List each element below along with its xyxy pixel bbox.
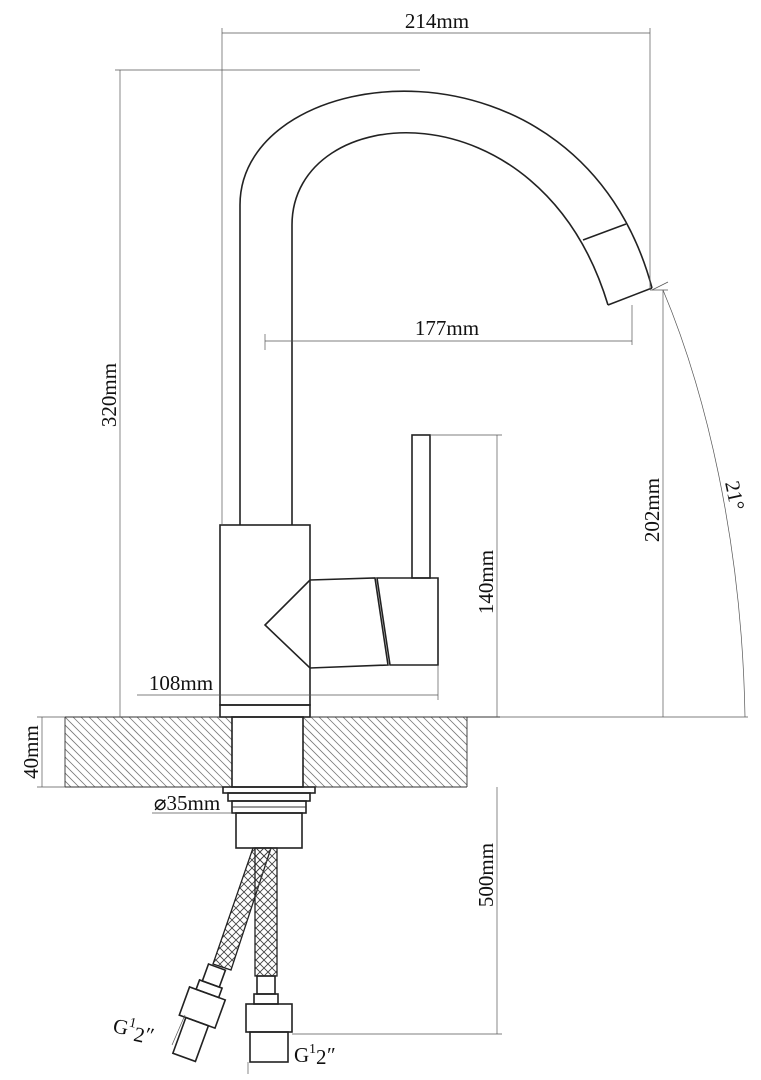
- svg-text:G: G: [294, 1043, 309, 1067]
- hole-diameter-label: ⌀35mm: [154, 791, 220, 815]
- supply-hoses: [171, 847, 293, 1063]
- faucet-body: [219, 434, 439, 718]
- faucet-spout: [239, 90, 653, 525]
- svg-text:G: G: [111, 1013, 131, 1040]
- overall-width-label: 214mm: [405, 9, 469, 33]
- countertop-section: [64, 716, 500, 788]
- body-height-label: 140mm: [474, 550, 498, 614]
- counter-thickness-label: 40mm: [19, 725, 43, 779]
- spout-reach-label: 177mm: [415, 316, 479, 340]
- right-connection-label: G 1 2 ″: [294, 1042, 336, 1069]
- overall-height-label: 320mm: [97, 363, 121, 427]
- spout-height-label: 202mm: [640, 478, 664, 542]
- svg-text:2: 2: [132, 1022, 147, 1048]
- mounting-shank: [222, 716, 316, 849]
- left-connection-label: G 1 2 ″: [111, 1013, 156, 1048]
- svg-text:2: 2: [316, 1045, 327, 1069]
- svg-text:1: 1: [128, 1016, 138, 1032]
- svg-text:″: ″: [327, 1043, 336, 1067]
- svg-text:1: 1: [309, 1042, 316, 1057]
- hose-length-label: 500mm: [474, 843, 498, 907]
- dimension-lines: [37, 28, 748, 1074]
- base-width-label: 108mm: [149, 671, 213, 695]
- swivel-angle-label: 21°: [720, 479, 750, 513]
